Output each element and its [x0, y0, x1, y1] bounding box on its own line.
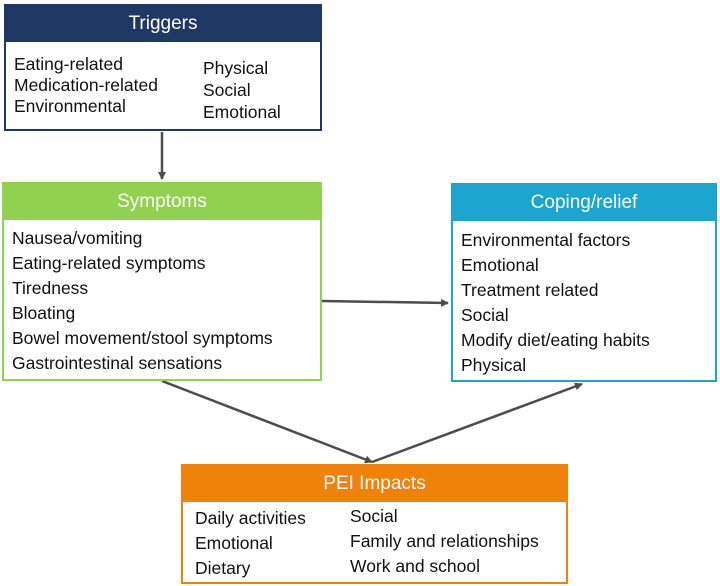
arrow-symptoms-to-coping — [321, 298, 449, 307]
list-item: Family and relationships — [350, 531, 539, 551]
list-item: Daily activities — [195, 508, 306, 528]
arrow-impacts-to-coping — [371, 382, 583, 464]
list-item: Eating-related symptoms — [12, 253, 206, 273]
list-item: Emotional — [195, 533, 273, 553]
list-item: Medication-related — [14, 75, 158, 95]
list-item: Physical — [203, 58, 269, 78]
list-item: Environmental factors — [461, 230, 631, 250]
list-item: Physical — [461, 355, 527, 375]
pei-impacts-right-list: Social Family and relationships Work and… — [350, 504, 539, 579]
pei-impacts-box: PEI Impacts Daily activities Emotional D… — [181, 464, 568, 584]
list-item: Dietary — [195, 558, 251, 578]
coping-relief-box: Coping/relief Environmental factors Emot… — [451, 183, 717, 382]
symptoms-title: Symptoms — [4, 184, 320, 220]
triggers-right-list: Physical Social Emotional — [203, 57, 281, 123]
list-item: Bloating — [12, 303, 76, 323]
list-item: Bowel movement/stool symptoms — [12, 328, 273, 348]
list-item: Emotional — [461, 255, 539, 275]
pei-impacts-left-list: Daily activities Emotional Dietary — [195, 506, 306, 581]
list-item: Gastrointestinal sensations — [12, 353, 223, 373]
list-item: Environmental — [14, 96, 126, 116]
list-item: Nausea/vomiting — [12, 228, 143, 248]
pei-impacts-title: PEI Impacts — [183, 466, 566, 502]
coping-relief-title: Coping/relief — [453, 185, 715, 221]
list-item: Social — [203, 80, 251, 100]
triggers-title: Triggers — [6, 6, 320, 42]
list-item: Eating-related — [14, 54, 123, 74]
coping-relief-list: Environmental factors Emotional Treatmen… — [461, 228, 650, 378]
list-item: Treatment related — [461, 280, 599, 300]
list-item: Social — [461, 305, 509, 325]
list-item: Modify diet/eating habits — [461, 330, 650, 350]
list-item: Social — [350, 506, 398, 526]
symptoms-box: Symptoms Nausea/vomiting Eating-related … — [2, 182, 322, 381]
triggers-left-list: Eating-related Medication-related Enviro… — [14, 54, 158, 117]
symptoms-list: Nausea/vomiting Eating-related symptoms … — [12, 226, 273, 376]
triggers-box: Triggers Eating-related Medication-relat… — [4, 4, 322, 131]
list-item: Work and school — [350, 556, 481, 576]
list-item: Emotional — [203, 102, 281, 122]
arrow-symptoms-to-impacts — [161, 379, 373, 464]
list-item: Tiredness — [12, 278, 89, 298]
